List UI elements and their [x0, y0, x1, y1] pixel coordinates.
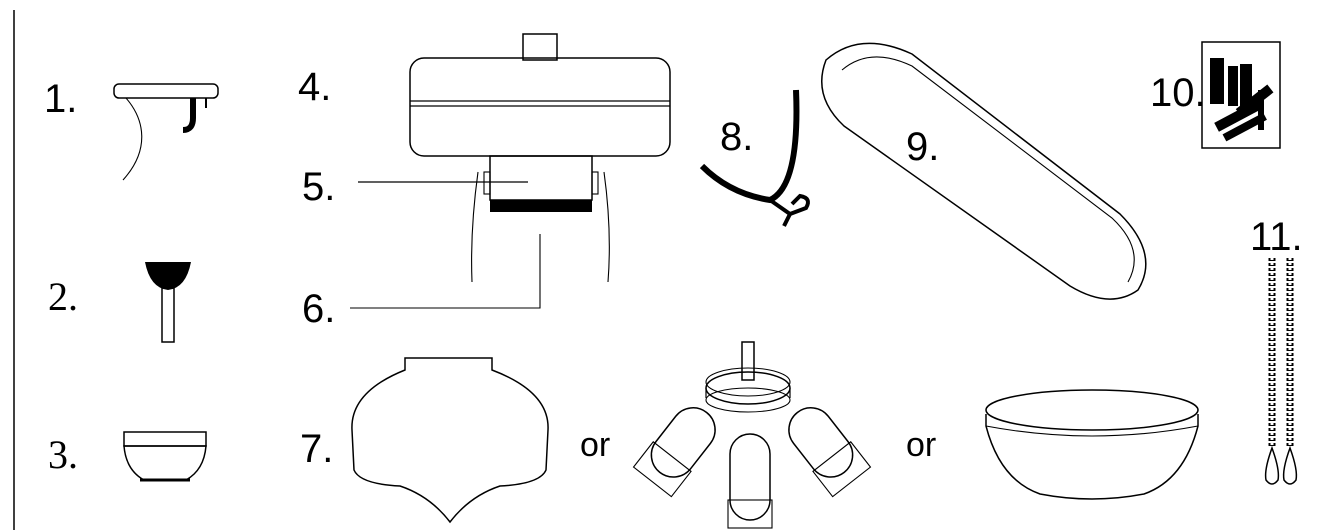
part-2-downrod — [145, 262, 191, 343]
part-9-label: 9. — [906, 125, 939, 169]
part-7-globe-shade — [351, 357, 549, 524]
or-connector-left: or — [580, 426, 610, 464]
part-6-leader-line — [350, 234, 541, 309]
part-7-label: 7. — [300, 427, 333, 471]
part-10-label: 10. — [1150, 71, 1206, 115]
part-11-label: 11. — [1250, 215, 1303, 259]
part-8-label: 8. — [720, 115, 753, 159]
part-3-label: 3. — [48, 432, 78, 477]
part-8-shade-clip — [699, 89, 810, 227]
part-4-label: 4. — [298, 65, 331, 109]
part-10-screws-pack — [1201, 41, 1281, 149]
part-7-bowl-shade — [985, 389, 1199, 500]
part-4-motor-housing — [409, 33, 671, 157]
or-connector-right: or — [906, 426, 936, 464]
part-7-three-light-fixture — [632, 341, 872, 529]
part-2-label: 2. — [48, 274, 78, 319]
part-6-label: 6. — [302, 287, 335, 331]
part-9-fan-blade — [821, 42, 1147, 300]
part-1-label: 1. — [44, 77, 77, 121]
part-1-hanger-bracket — [113, 83, 219, 181]
part-3-canopy — [123, 431, 207, 482]
part-6-light-kit-plate — [490, 200, 592, 212]
part-11-pull-chains — [1264, 258, 1298, 485]
part-5-label: 5. — [302, 165, 335, 209]
